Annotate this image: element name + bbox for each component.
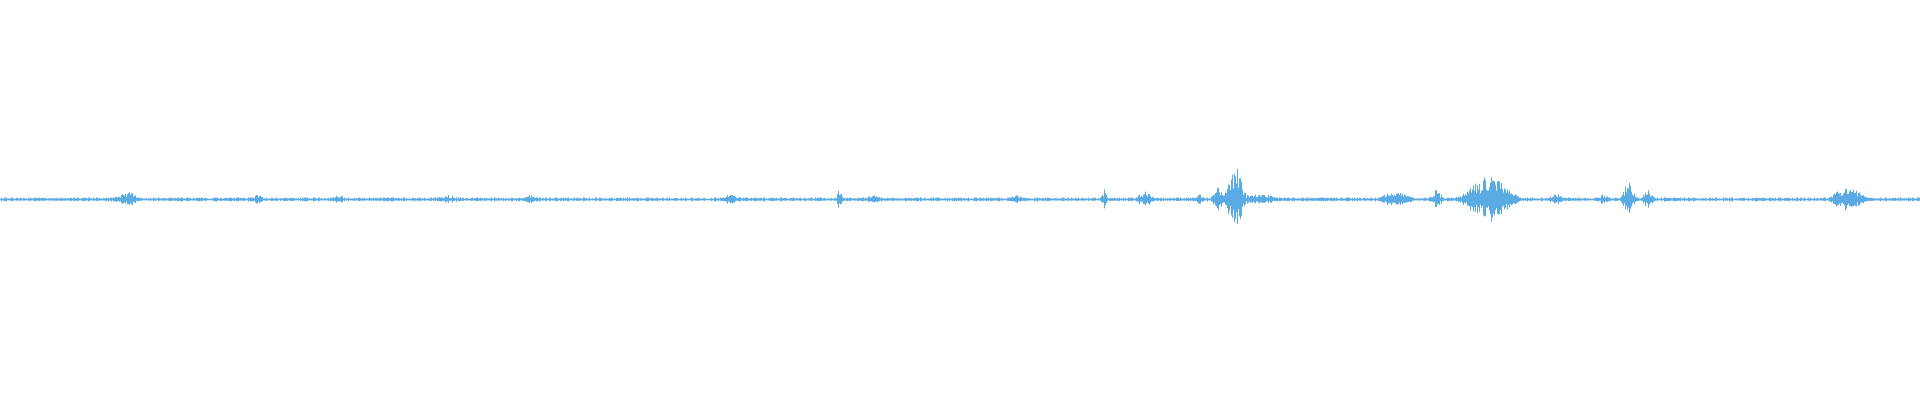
waveform-samples: [1, 168, 1920, 224]
